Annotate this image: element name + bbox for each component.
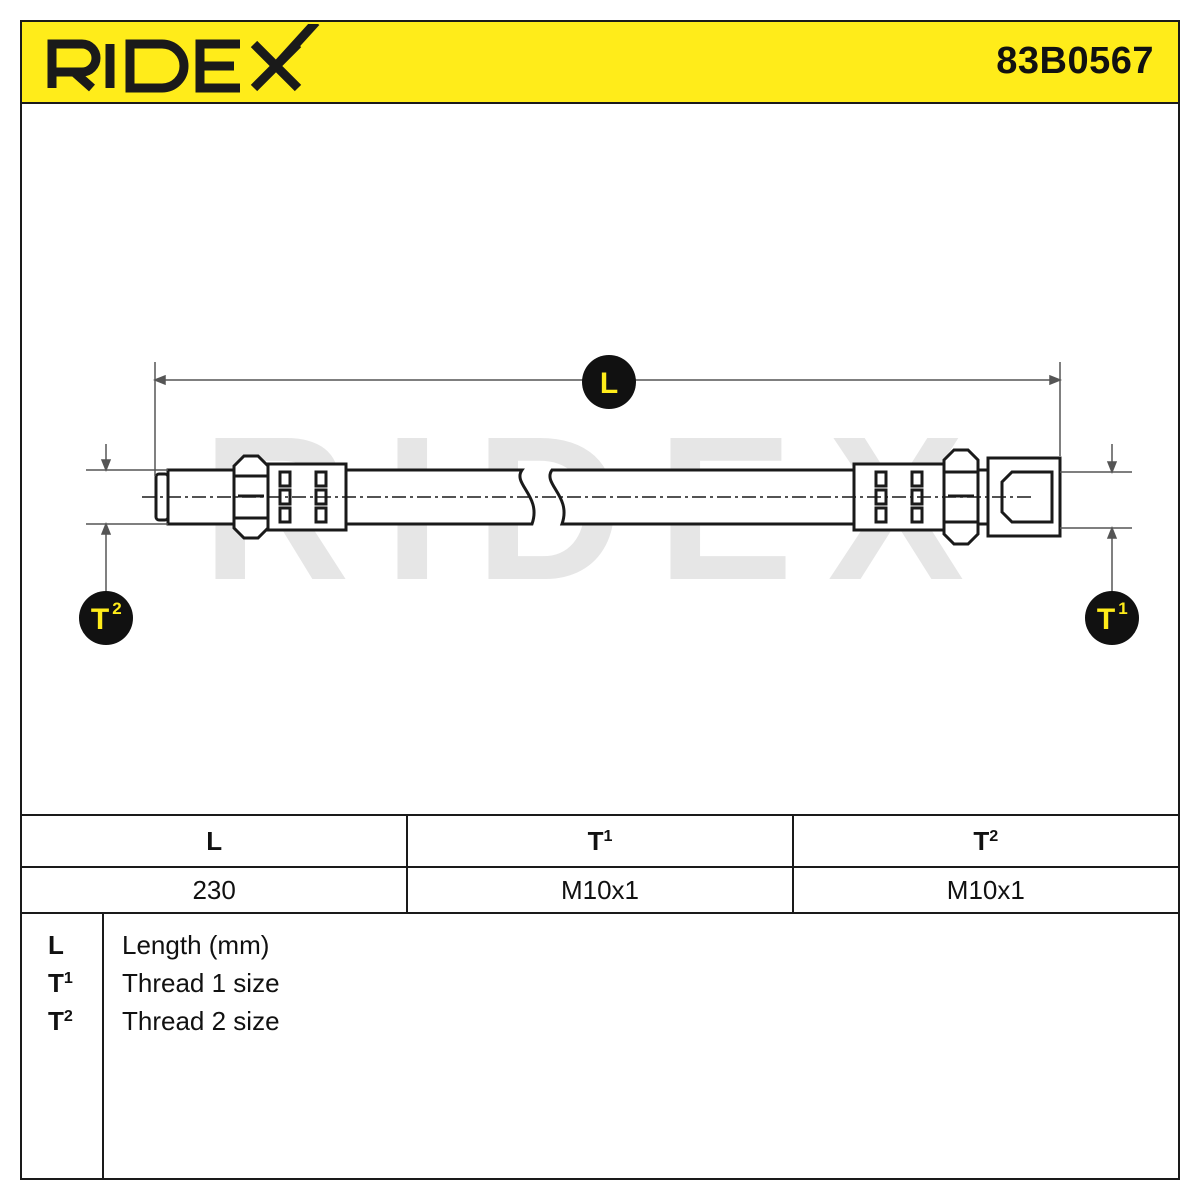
spec-header-row: L T1 T2 <box>22 814 1178 868</box>
spec-table: L T1 T2 230 M10x1 M10x1 <box>22 814 1178 914</box>
legend: L Length (mm) T1 Thread 1 size T2 Thread… <box>22 914 1178 1178</box>
spec-header-length: L <box>22 814 409 868</box>
thread2-badge-sup: 2 <box>112 599 121 618</box>
hose-drawing: RIDEX <box>79 355 1139 645</box>
legend-symbol: T2 <box>48 1006 73 1036</box>
length-badge-label: L <box>600 367 618 400</box>
thread2-badge: T 2 <box>79 591 133 645</box>
spec-header-thread1: T1 <box>406 814 794 868</box>
legend-description: Thread 2 size <box>122 1006 280 1036</box>
legend-item: T1 Thread 1 size <box>22 968 1178 1006</box>
drawing-frame: 83B0567 RIDEX <box>20 20 1180 1180</box>
thread1-badge-sup: 1 <box>1118 599 1127 618</box>
legend-item: L Length (mm) <box>22 930 1178 968</box>
legend-divider <box>102 914 104 1178</box>
legend-description: Length (mm) <box>122 930 270 960</box>
length-badge: L <box>582 355 636 409</box>
thread1-badge: T 1 <box>1085 591 1139 645</box>
thread1-badge-label: T <box>1097 603 1115 636</box>
legend-description: Thread 1 size <box>122 968 280 998</box>
spec-value-length: 230 <box>22 866 409 914</box>
legend-item: T2 Thread 2 size <box>22 1006 1178 1044</box>
part-number: 83B0567 <box>996 40 1154 82</box>
spec-value-thread2: M10x1 <box>791 866 1178 914</box>
legend-symbol: T1 <box>48 968 73 998</box>
legend-symbol: L <box>48 930 64 960</box>
spec-header-thread2: T2 <box>791 814 1178 868</box>
thread2-badge-label: T <box>91 603 109 636</box>
spec-value-row: 230 M10x1 M10x1 <box>22 866 1178 914</box>
spec-value-thread1: M10x1 <box>406 866 794 914</box>
ridex-logo <box>47 24 320 93</box>
header-bar: 83B0567 <box>22 22 1178 104</box>
